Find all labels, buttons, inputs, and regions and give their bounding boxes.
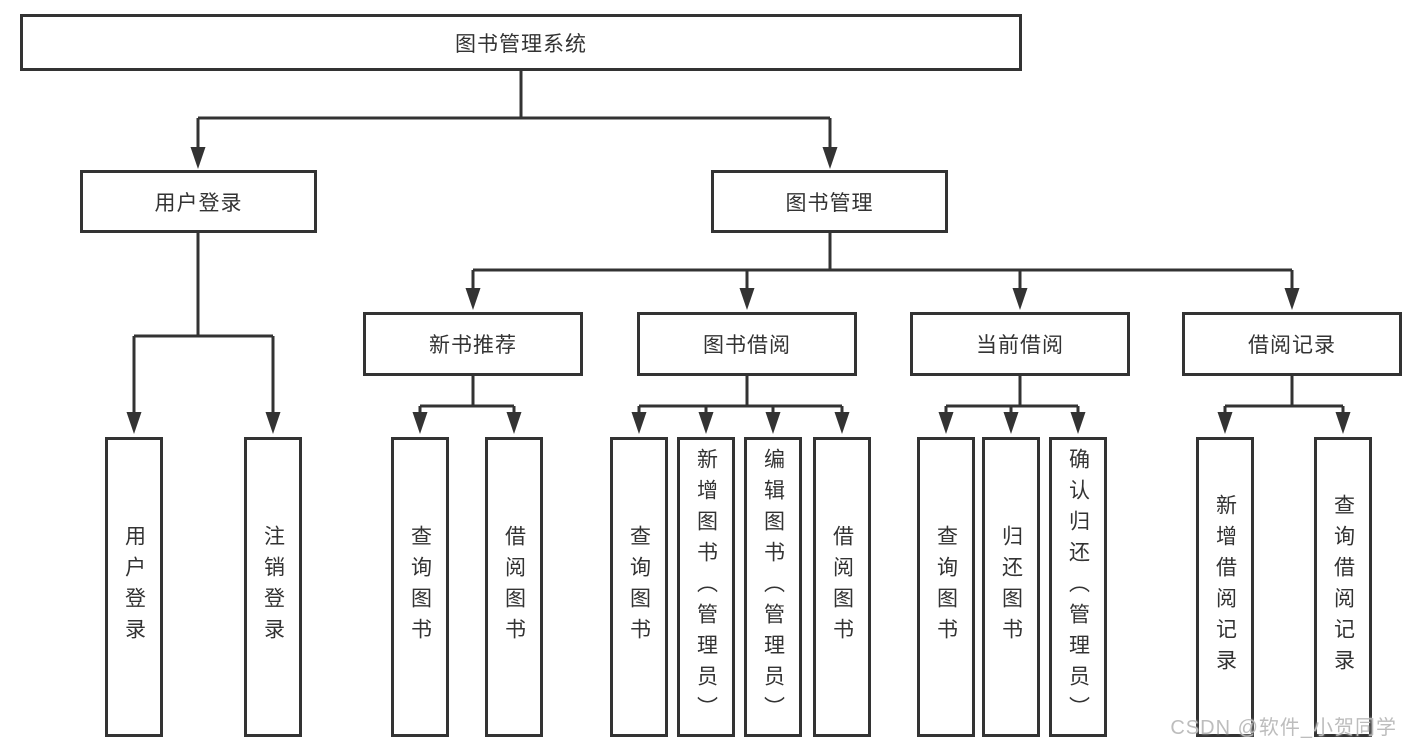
node-book-management: 图书管理: [711, 170, 948, 233]
connector-records-to-leaves: [1217, 376, 1351, 434]
node-book-borrowing-label: 图书借阅: [703, 334, 791, 357]
leaf-recommend-query-books: 查询图书: [391, 437, 449, 737]
leaf-borrowing-borrow-books-label: 借阅图书: [830, 525, 854, 649]
leaf-current-confirm-return-admin: 确认归还（管理员）: [1049, 437, 1107, 737]
node-book-management-label: 图书管理: [785, 191, 874, 215]
leaf-borrowing-add-books-admin-label: 新增图书（管理员）: [694, 447, 718, 727]
node-borrowing-records: 借阅记录: [1182, 312, 1402, 376]
node-current-borrowing: 当前借阅: [910, 312, 1130, 376]
leaf-current-confirm-return-admin-label: 确认归还（管理员）: [1066, 447, 1090, 727]
leaf-borrowing-add-books-admin: 新增图书（管理员）: [677, 437, 735, 737]
connector-login-to-leaves: [126, 233, 281, 434]
leaf-records-add-record: 新增借阅记录: [1196, 437, 1254, 737]
leaf-recommend-borrow-books-label: 借阅图书: [502, 525, 526, 649]
leaf-logout-label: 注销登录: [261, 525, 285, 649]
leaf-recommend-borrow-books: 借阅图书: [485, 437, 543, 737]
node-user-login-group: 用户登录: [80, 170, 317, 233]
node-borrowing-records-label: 借阅记录: [1248, 334, 1336, 357]
leaf-logout: 注销登录: [244, 437, 302, 737]
node-book-borrowing: 图书借阅: [637, 312, 857, 376]
leaf-user-login-label: 用户登录: [122, 525, 146, 649]
leaf-records-query-record-label: 查询借阅记录: [1331, 494, 1355, 680]
leaf-current-query-books-label: 查询图书: [934, 525, 958, 649]
node-root-label: 图书管理系统: [455, 32, 587, 56]
connector-current-to-leaves: [938, 376, 1086, 434]
connector-root-to-level2: [190, 71, 838, 169]
leaf-current-query-books: 查询图书: [917, 437, 975, 737]
connector-borrowing-to-leaves: [631, 376, 850, 434]
leaf-borrowing-borrow-books: 借阅图书: [813, 437, 871, 737]
leaf-current-return-books: 归还图书: [982, 437, 1040, 737]
leaf-records-query-record: 查询借阅记录: [1314, 437, 1372, 737]
connector-mgmt-to-level3: [465, 233, 1300, 310]
node-current-borrowing-label: 当前借阅: [976, 334, 1064, 357]
leaf-borrowing-query-books: 查询图书: [610, 437, 668, 737]
leaf-borrowing-query-books-label: 查询图书: [627, 525, 651, 649]
leaf-records-add-record-label: 新增借阅记录: [1213, 494, 1237, 680]
leaf-borrowing-edit-books-admin-label: 编辑图书（管理员）: [761, 447, 785, 727]
leaf-user-login: 用户登录: [105, 437, 163, 737]
node-new-book-recommend-label: 新书推荐: [429, 334, 517, 357]
leaf-recommend-query-books-label: 查询图书: [408, 525, 432, 649]
node-user-login-group-label: 用户登录: [154, 191, 243, 215]
node-new-book-recommend: 新书推荐: [363, 312, 583, 376]
node-root: 图书管理系统: [20, 14, 1022, 71]
leaf-current-return-books-label: 归还图书: [999, 525, 1023, 649]
leaf-borrowing-edit-books-admin: 编辑图书（管理员）: [744, 437, 802, 737]
connector-recommend-to-leaves: [412, 376, 522, 434]
